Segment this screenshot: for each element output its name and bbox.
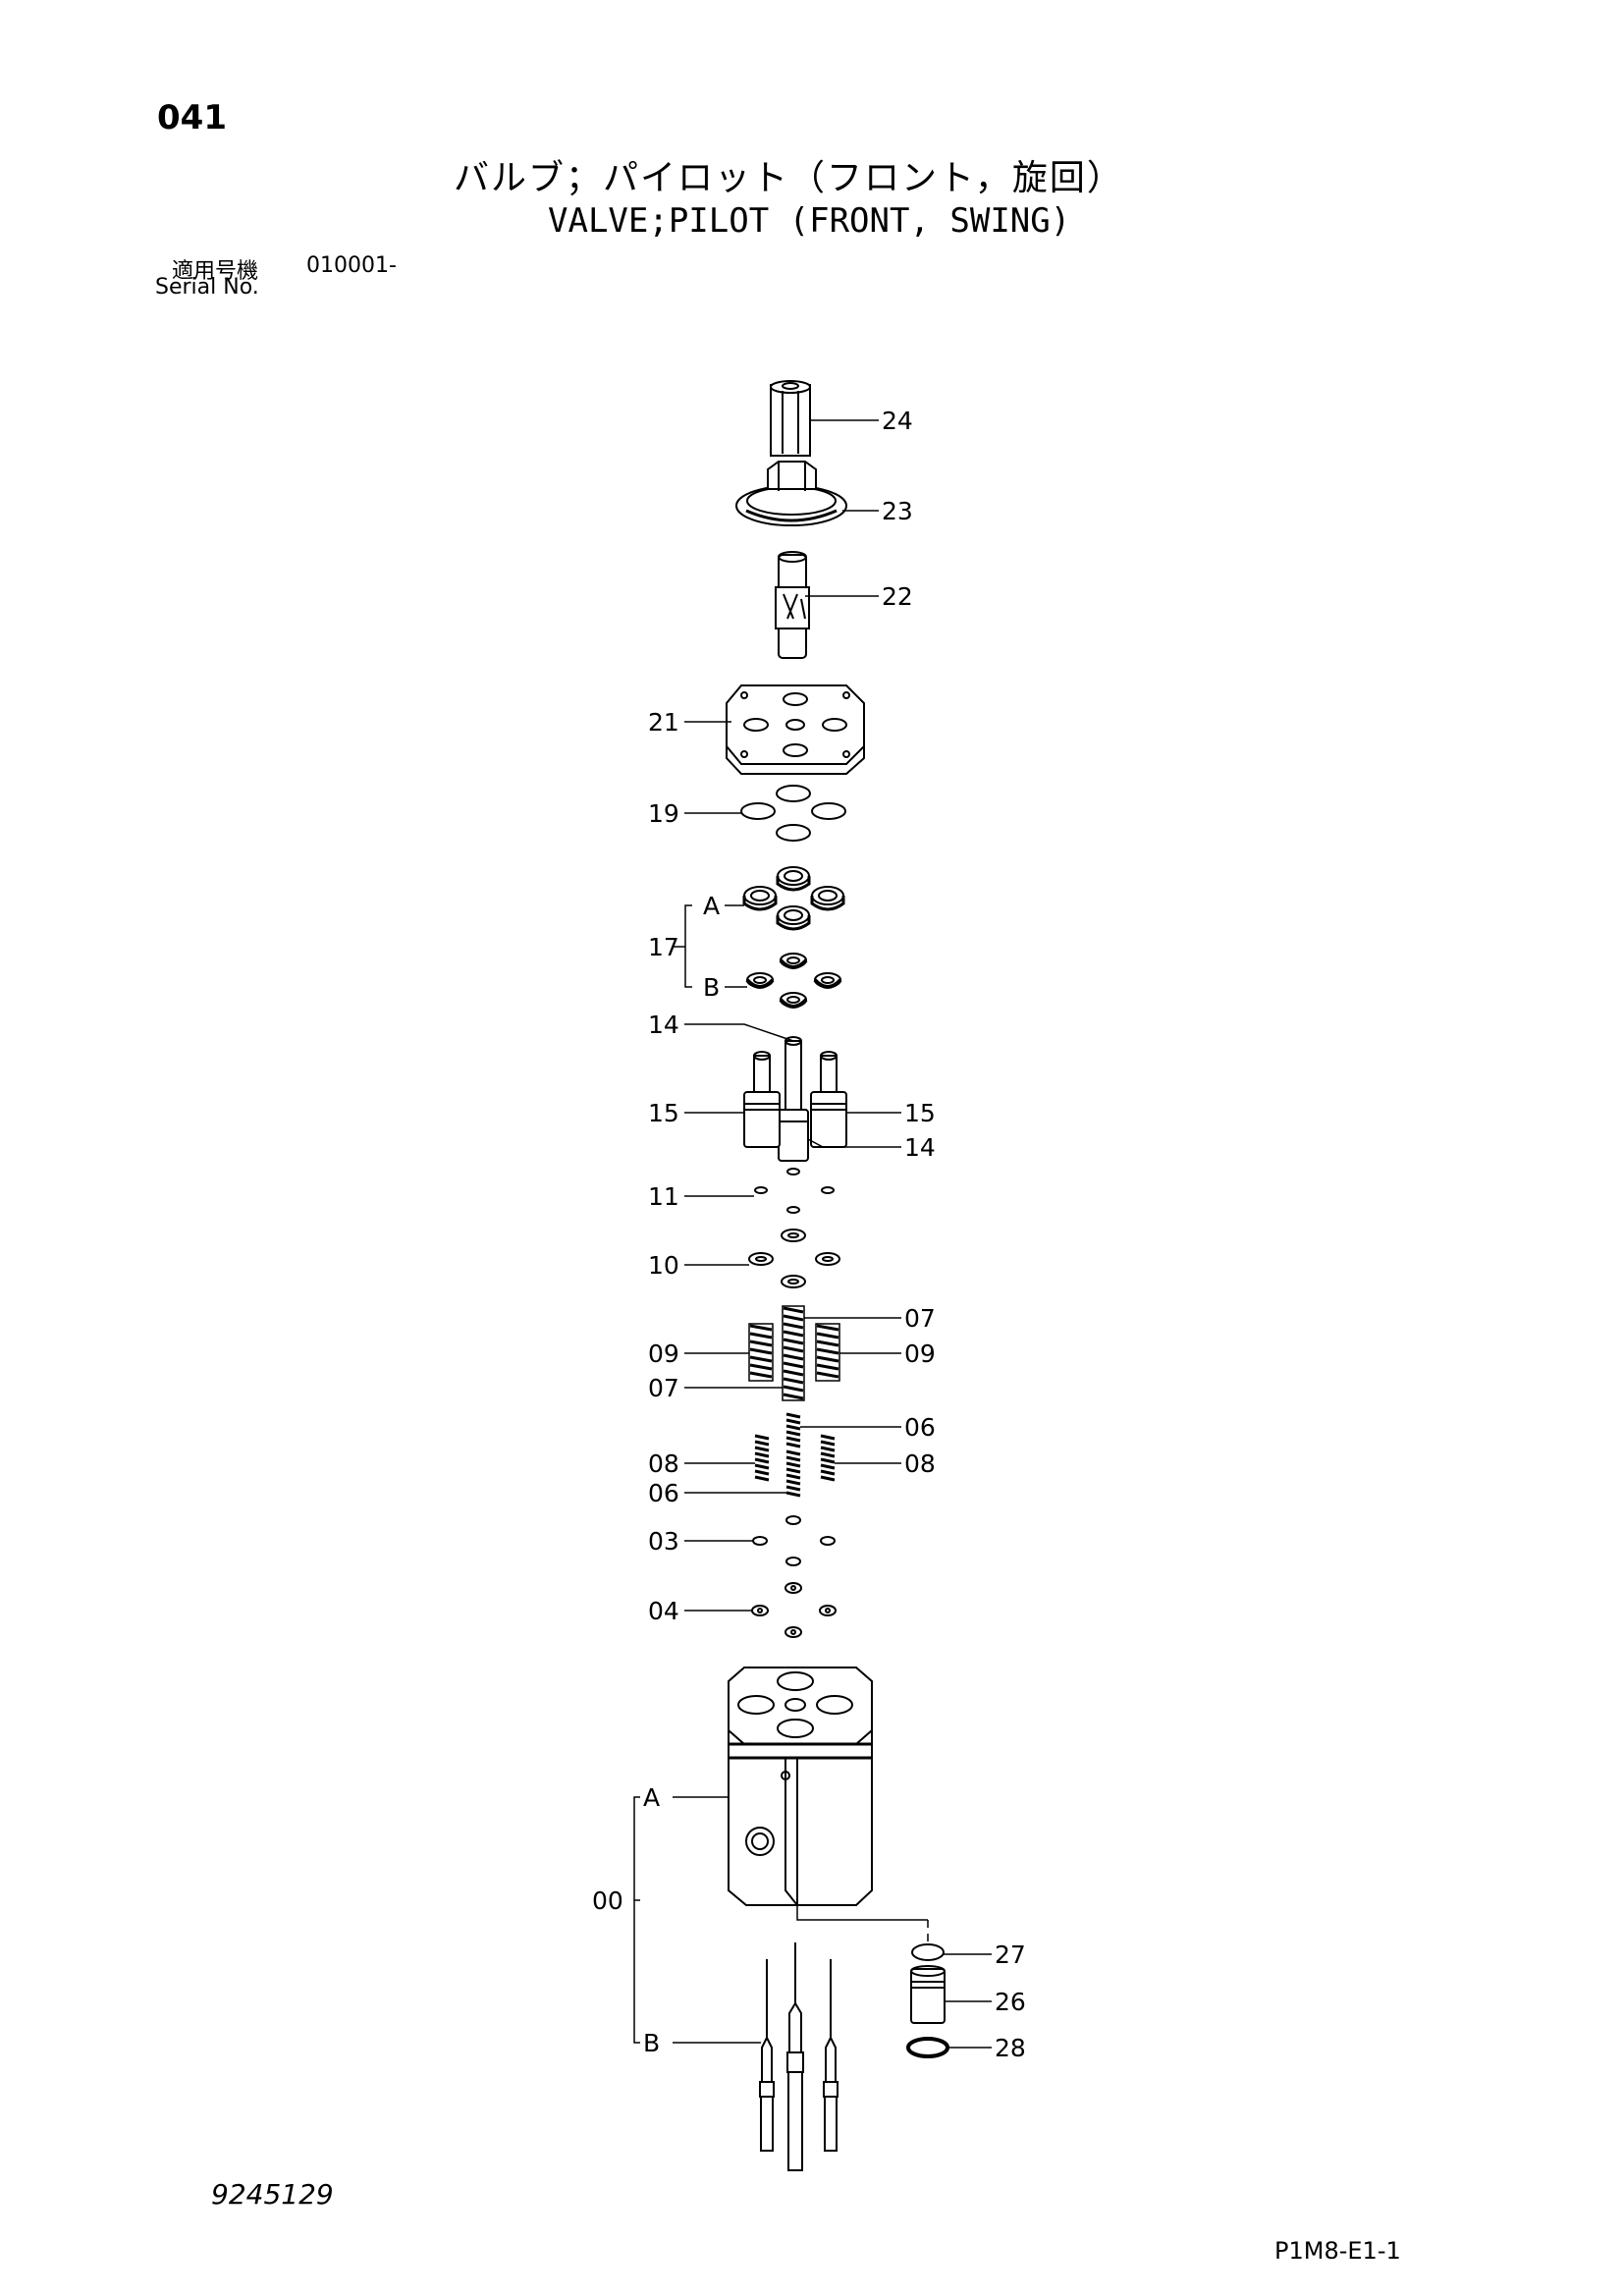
part-21-plate [726, 684, 865, 775]
callout-00b: B [643, 2029, 660, 2057]
callout-22: 22 [882, 582, 913, 611]
callout-07-left: 07 [648, 1374, 679, 1402]
callout-17: 17 [648, 933, 679, 961]
part-04-washers [751, 1582, 837, 1638]
sheet-code: P1M8-E1-1 [1274, 2237, 1401, 2265]
callout-06-left: 06 [648, 1479, 679, 1507]
callout-10: 10 [648, 1251, 679, 1280]
page-number: 041 [157, 98, 227, 137]
callout-14-top: 14 [648, 1011, 679, 1039]
part-26-plug [910, 1965, 946, 2024]
part-03-rings [752, 1515, 836, 1566]
part-17a-seals [742, 866, 845, 931]
callout-06-right: 06 [904, 1413, 936, 1442]
callout-26: 26 [995, 1988, 1026, 2016]
leader-lines [633, 419, 992, 2049]
callout-00a: A [643, 1783, 660, 1812]
callout-28: 28 [995, 2034, 1026, 2062]
part-27-ring [911, 1943, 945, 1961]
part-19-o-rings [740, 785, 846, 842]
title-japanese: バルブ；パイロット（フロント，旋回） [454, 158, 1124, 198]
callout-09-left: 09 [648, 1339, 679, 1368]
callout-21: 21 [648, 708, 679, 737]
callout-07-right: 07 [904, 1304, 936, 1333]
callout-15-right: 15 [904, 1099, 936, 1127]
callout-17a: A [703, 892, 720, 920]
callout-23: 23 [882, 497, 913, 525]
part-11-washers [754, 1168, 835, 1214]
part-00b-pins [759, 1942, 839, 2171]
part-10-spring-seats [748, 1229, 840, 1288]
callout-08-right: 08 [904, 1449, 936, 1478]
serial-range: 010001- [306, 253, 397, 278]
part-00a-casing [728, 1667, 873, 1906]
callout-11: 11 [648, 1182, 679, 1211]
title-english: VALVE;PILOT (FRONT, SWING) [548, 201, 1071, 241]
part-23-plug [735, 461, 847, 526]
part-07-09-springs [748, 1305, 840, 1401]
callout-17b: B [703, 973, 720, 1002]
callout-08-left: 08 [648, 1449, 679, 1478]
drawing-number: 9245129 [211, 2178, 334, 2211]
part-06-08-springs [754, 1412, 836, 1498]
callout-03: 03 [648, 1527, 679, 1556]
callout-00: 00 [592, 1886, 623, 1915]
part-24-hex-adapter [770, 380, 811, 457]
serial-label-japanese: 適用号機 [172, 259, 259, 284]
callout-04: 04 [648, 1597, 679, 1625]
callout-27: 27 [995, 1941, 1026, 1969]
callout-09-right: 09 [904, 1339, 936, 1368]
part-17b-seals [745, 953, 842, 1009]
part-22-joint [775, 551, 810, 659]
callout-14-bottom: 14 [904, 1133, 936, 1162]
callout-24: 24 [882, 407, 913, 435]
callout-19: 19 [648, 799, 679, 828]
serial-label-english: Serial No. [155, 275, 259, 300]
callout-15-left: 15 [648, 1099, 679, 1127]
callout-labels: 24 23 22 21 19 A 17 B 14 15 15 14 11 10 … [592, 407, 1026, 2062]
part-14-15-pushers [743, 1036, 847, 1162]
part-28-o-ring [906, 2037, 949, 2058]
